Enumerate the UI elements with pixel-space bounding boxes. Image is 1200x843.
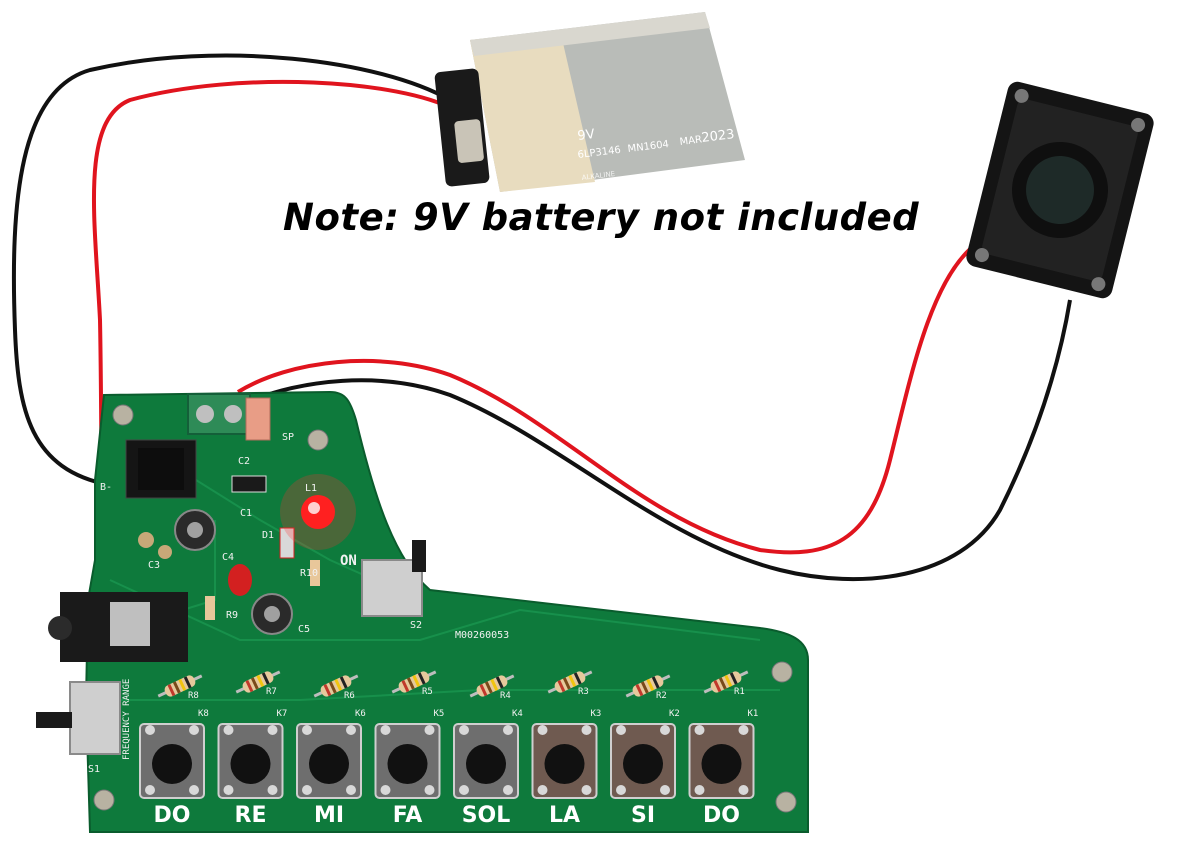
key-button-3[interactable] bbox=[296, 723, 362, 799]
resistor-row: R8 R7 R6 R5 R4 R3 R2 R1 bbox=[157, 670, 749, 701]
key-ref-label: K7 bbox=[277, 709, 288, 719]
screw bbox=[771, 661, 793, 683]
battery-voltage: 9V bbox=[577, 127, 596, 144]
screw bbox=[93, 789, 115, 811]
key-note-label: DO bbox=[703, 803, 740, 828]
key-button-6[interactable] bbox=[531, 723, 598, 799]
speaker-red-wire bbox=[236, 243, 977, 555]
frequency-switch bbox=[69, 681, 121, 755]
key-ref-label: K4 bbox=[512, 709, 523, 719]
resistor-r4 bbox=[469, 674, 515, 698]
resistor-label: R2 bbox=[656, 691, 667, 701]
key-ref-label: K6 bbox=[355, 709, 366, 719]
resistor-label: R7 bbox=[266, 687, 277, 697]
resistor-r1 bbox=[703, 670, 749, 694]
sp-label: SP bbox=[282, 432, 295, 443]
b-minus-label: B- bbox=[100, 482, 113, 493]
d1-label: D1 bbox=[262, 530, 275, 541]
c3-label: C3 bbox=[148, 560, 161, 571]
resistor-r7 bbox=[235, 670, 281, 694]
key-note-label: RE bbox=[234, 803, 267, 828]
battery-black-wire bbox=[11, 53, 451, 487]
battery-year: 2023 bbox=[701, 127, 736, 146]
speaker bbox=[966, 81, 1154, 299]
screw bbox=[307, 429, 329, 451]
resistor-r8 bbox=[157, 674, 203, 698]
screw bbox=[112, 404, 134, 426]
key-button-1[interactable] bbox=[139, 723, 205, 799]
resistor-r2 bbox=[625, 674, 671, 698]
key-button-2[interactable] bbox=[217, 723, 284, 799]
resistor-r6 bbox=[313, 674, 359, 698]
c2-label: C2 bbox=[238, 456, 251, 467]
r10-label: R10 bbox=[300, 568, 319, 579]
board-id-label: M00260053 bbox=[455, 630, 510, 641]
key-note-label: SOL bbox=[461, 803, 511, 828]
s1-label: S1 bbox=[88, 764, 101, 775]
c5-label: C5 bbox=[298, 624, 311, 635]
frequency-range-label: FREQUENCY RANGE bbox=[122, 678, 132, 760]
resistor-label: R6 bbox=[344, 691, 355, 701]
battery-date-label: MAR bbox=[679, 134, 703, 148]
speaker-connector bbox=[245, 397, 271, 441]
on-label: ON bbox=[340, 553, 357, 569]
r9-label: R9 bbox=[226, 610, 239, 621]
resistor-label: R8 bbox=[188, 691, 199, 701]
battery-model: 6LP3146 bbox=[577, 145, 621, 161]
l1-label: L1 bbox=[305, 483, 318, 494]
resistor-r3 bbox=[547, 670, 593, 694]
battery: 9V 6LP3146 MN1604 MAR 2023 ALKALINE bbox=[434, 12, 745, 192]
key-ref-label: K3 bbox=[591, 709, 602, 719]
c4-label: C4 bbox=[222, 552, 235, 563]
key-note-label: FA bbox=[392, 803, 423, 828]
s2-label: S2 bbox=[410, 620, 423, 631]
key-button-5[interactable] bbox=[453, 723, 519, 799]
c1-label: C1 bbox=[240, 508, 253, 519]
key-note-label: MI bbox=[313, 803, 345, 828]
resistor-label: R1 bbox=[734, 687, 745, 697]
battery-mn: MN1604 bbox=[627, 139, 670, 155]
speaker-black-wire bbox=[247, 299, 1072, 582]
key-button-8[interactable] bbox=[688, 723, 755, 799]
key-note-label: LA bbox=[548, 803, 581, 828]
key-ref-label: K8 bbox=[198, 709, 209, 719]
key-ref-label: K5 bbox=[434, 709, 445, 719]
battery-note: Note: 9V battery not included bbox=[283, 196, 920, 239]
key-ref-label: K2 bbox=[669, 709, 680, 719]
key-button-7[interactable] bbox=[610, 723, 676, 799]
resistor-label: R3 bbox=[578, 687, 589, 697]
key-button-row: K8 K7 K6 K5 K4 K3 K2 K1 bbox=[139, 709, 759, 799]
resistor-label: R5 bbox=[422, 687, 433, 697]
resistor-label: R4 bbox=[500, 691, 511, 701]
resistor-r5 bbox=[391, 670, 437, 694]
key-note-label: DO bbox=[153, 803, 191, 828]
key-button-4[interactable] bbox=[374, 723, 441, 799]
key-note-label: SI bbox=[630, 803, 656, 828]
screw bbox=[775, 791, 797, 813]
key-ref-label: K1 bbox=[748, 709, 759, 719]
